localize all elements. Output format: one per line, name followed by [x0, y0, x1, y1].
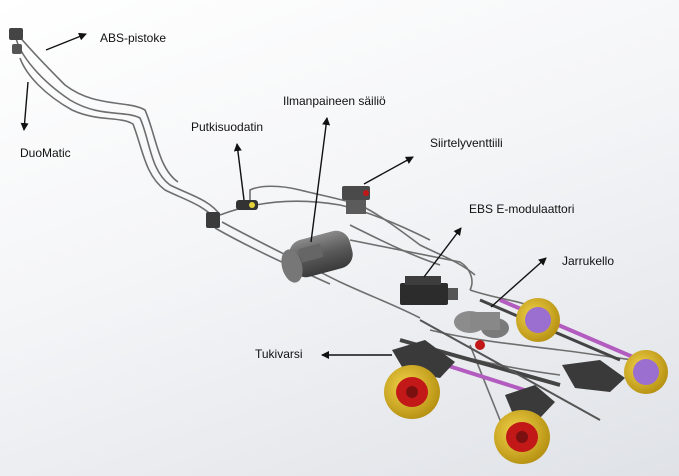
air-tank-part: [281, 230, 353, 283]
label-brake-chamber: Jarrukello: [562, 254, 615, 268]
label-ebs-modulator: EBS E-modulaattori: [469, 202, 575, 216]
label-duomatic: DuoMatic: [20, 146, 71, 160]
wheel-rear-left: [494, 410, 550, 464]
wheel-front-right: [516, 298, 560, 342]
arrow-ebs-modulator: [423, 227, 462, 278]
label-abs-socket: ABS-pistoke: [100, 31, 167, 45]
label-air-tank: Ilmanpaineen säiliö: [283, 94, 386, 108]
line-filter-part: [206, 200, 258, 228]
arrow-air-tank: [310, 117, 331, 243]
arrow-relay-valve: [363, 156, 414, 185]
arrow-duomatic: [20, 81, 29, 131]
label-support-arm: Tukivarsi: [255, 347, 303, 361]
brake-chamber-part: [454, 311, 509, 350]
ebs-modulator-part: [400, 276, 458, 305]
label-line-filter: Putkisuodatin: [191, 120, 264, 134]
arrow-brake-chamber: [490, 257, 547, 308]
label-relay-valve: Siirtelyventtiili: [430, 136, 503, 150]
wheel-front-left: [384, 365, 440, 419]
arrow-abs-socket: [45, 32, 87, 51]
wheel-rear-right: [624, 350, 668, 394]
abs-socket-part: [9, 28, 23, 54]
arrow-line-filter: [233, 143, 245, 201]
relay-valve-part: [342, 186, 370, 214]
air-pipes: [13, 29, 651, 429]
